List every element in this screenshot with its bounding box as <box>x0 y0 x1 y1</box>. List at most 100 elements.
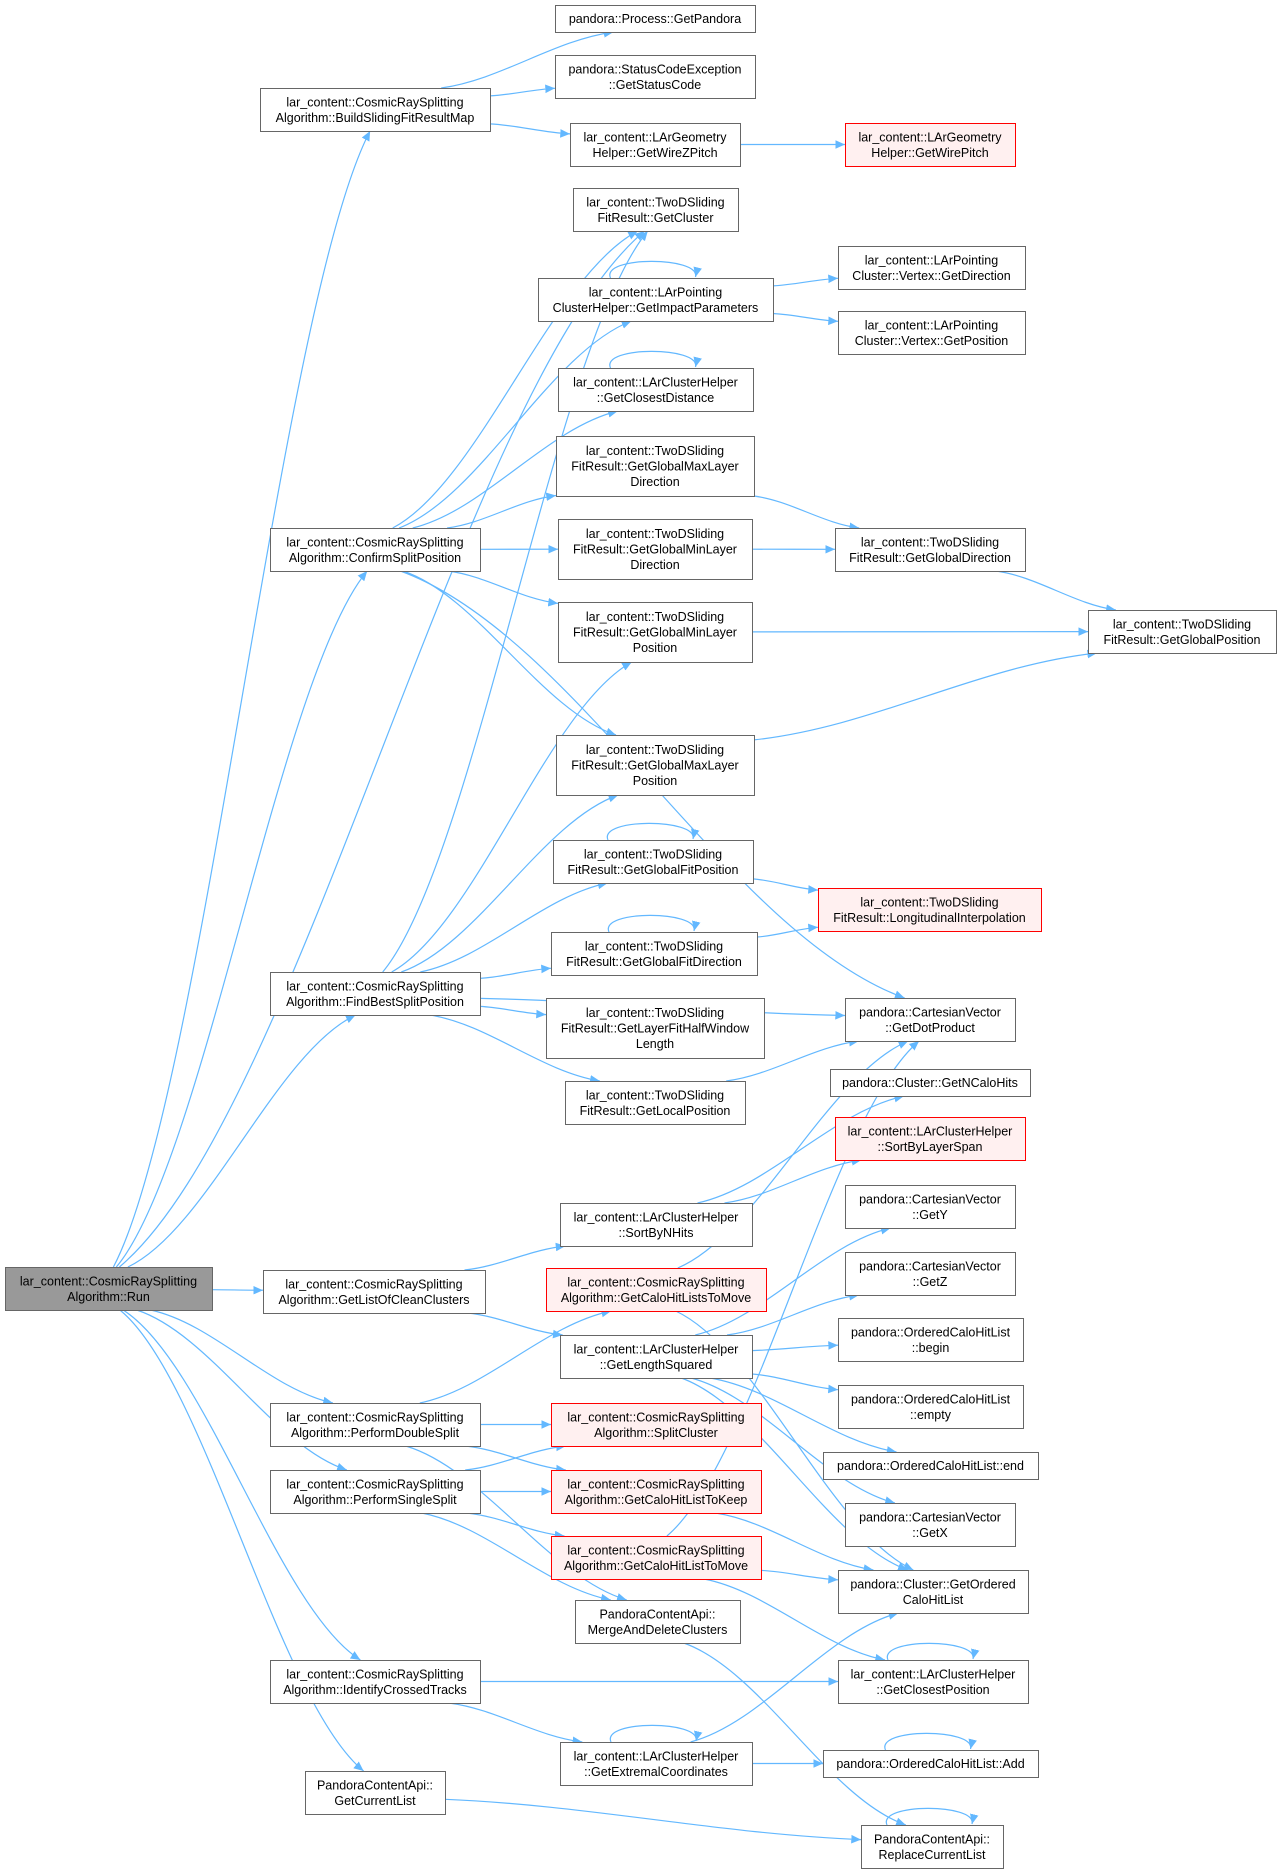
edge-lenSq-to-end <box>709 1377 897 1455</box>
node-sortLayerSpan[interactable]: lar_content::LArClusterHelper::SortByLay… <box>835 1117 1026 1161</box>
node-buildMap[interactable]: lar_content::CosmicRaySplittingAlgorithm… <box>260 88 491 132</box>
node-nCaloHits[interactable]: pandora::Cluster::GetNCaloHits <box>830 1069 1031 1097</box>
node-localPos[interactable]: lar_content::TwoDSlidingFitResult::GetLo… <box>565 1081 746 1125</box>
node-currentList[interactable]: PandoraContentApi::GetCurrentList <box>305 1771 446 1815</box>
node-gFitDir[interactable]: lar_content::TwoDSlidingFitResult::GetGl… <box>551 932 758 976</box>
node-gPos[interactable]: lar_content::TwoDSlidingFitResult::GetGl… <box>1088 610 1277 654</box>
node-wireZPitch[interactable]: lar_content::LArGeometryHelper::GetWireZ… <box>570 123 741 167</box>
node-dotProduct[interactable]: pandora::CartesianVector::GetDotProduct <box>845 998 1016 1042</box>
node-label-line: MergeAndDeleteClusters <box>588 1623 728 1637</box>
node-box <box>270 1403 481 1447</box>
node-label-line: Algorithm::IdentifyCrossedTracks <box>283 1683 467 1697</box>
edge-gFitDir-to-gFitDir <box>607 914 701 933</box>
edge-lenSq-to-empty <box>751 1373 839 1394</box>
node-listClean[interactable]: lar_content::CosmicRaySplittingAlgorithm… <box>263 1270 486 1314</box>
node-box <box>5 1267 213 1311</box>
node-longInterp[interactable]: lar_content::TwoDSlidingFitResult::Longi… <box>818 888 1042 932</box>
node-getZ[interactable]: pandora::CartesianVector::GetZ <box>845 1252 1016 1296</box>
node-label-line: FitResult::GetGlobalMinLayer <box>573 543 737 557</box>
node-box <box>555 55 756 99</box>
node-begin[interactable]: pandora::OrderedCaloHitList::begin <box>838 1318 1024 1362</box>
node-box <box>270 528 481 572</box>
node-extremal[interactable]: lar_content::LArClusterHelper::GetExtrem… <box>560 1742 753 1786</box>
node-vtxDir[interactable]: lar_content::LArPointingCluster::Vertex:… <box>838 246 1026 290</box>
node-label-line: FitResult::GetGlobalMinLayer <box>573 626 737 640</box>
node-splitCluster[interactable]: lar_content::CosmicRaySplittingAlgorithm… <box>551 1403 762 1447</box>
node-label-line: ::GetLengthSquared <box>600 1358 713 1372</box>
node-getPandora[interactable]: pandora::Process::GetPandora <box>555 5 756 33</box>
node-getX[interactable]: pandora::CartesianVector::GetX <box>845 1503 1016 1547</box>
node-gMinLayerPos[interactable]: lar_content::TwoDSlidingFitResult::GetGl… <box>558 602 753 663</box>
node-label-line: lar_content::LArClusterHelper <box>574 1342 739 1356</box>
node-box <box>570 123 741 167</box>
node-box <box>556 735 755 796</box>
node-label-line: FitResult::GetGlobalFitDirection <box>566 955 742 969</box>
node-box <box>558 368 754 412</box>
node-doubleSplit[interactable]: lar_content::CosmicRaySplittingAlgorithm… <box>270 1403 481 1447</box>
node-getY[interactable]: pandora::CartesianVector::GetY <box>845 1185 1016 1229</box>
node-gDir[interactable]: lar_content::TwoDSlidingFitResult::GetGl… <box>835 528 1026 572</box>
node-closestPos[interactable]: lar_content::LArClusterHelper::GetCloses… <box>838 1660 1029 1704</box>
node-replaceList[interactable]: PandoraContentApi::ReplaceCurrentList <box>861 1825 1004 1869</box>
node-label-line: Algorithm::Run <box>67 1290 150 1304</box>
node-gMinLayerDir[interactable]: lar_content::TwoDSlidingFitResult::GetGl… <box>558 519 753 580</box>
node-run[interactable]: lar_content::CosmicRaySplittingAlgorithm… <box>5 1267 213 1311</box>
edge-findBest-to-gFitPos <box>420 880 608 973</box>
node-box <box>558 602 753 663</box>
node-label-line: pandora::StatusCodeException <box>568 62 741 76</box>
node-add[interactable]: pandora::OrderedCaloHitList::Add <box>823 1750 1039 1778</box>
node-mergeDelete[interactable]: PandoraContentApi::MergeAndDeleteCluster… <box>575 1600 741 1644</box>
node-label-line: lar_content::LArClusterHelper <box>574 1210 739 1224</box>
node-confirmSplit[interactable]: lar_content::CosmicRaySplittingAlgorithm… <box>270 528 481 572</box>
node-crossed[interactable]: lar_content::CosmicRaySplittingAlgorithm… <box>270 1660 481 1704</box>
node-closestDist[interactable]: lar_content::LArClusterHelper::GetCloses… <box>558 368 754 412</box>
node-label-line: FitResult::GetGlobalDirection <box>849 551 1011 565</box>
node-box <box>546 998 765 1059</box>
node-lenSq[interactable]: lar_content::LArClusterHelper::GetLength… <box>560 1335 753 1379</box>
node-label-line: lar_content::LArPointing <box>865 253 998 267</box>
edge-closestPos-to-closestPos <box>886 1642 980 1661</box>
node-box <box>838 1570 1029 1614</box>
node-gFitPos[interactable]: lar_content::TwoDSlidingFitResult::GetGl… <box>553 840 754 884</box>
node-label-line: lar_content::CosmicRaySplitting <box>286 95 463 109</box>
node-sortNHits[interactable]: lar_content::LArClusterHelper::SortByNHi… <box>560 1203 753 1247</box>
node-label-line: Direction <box>630 558 679 572</box>
node-findBest[interactable]: lar_content::CosmicRaySplittingAlgorithm… <box>270 972 481 1016</box>
node-listToMove[interactable]: lar_content::CosmicRaySplittingAlgorithm… <box>551 1536 762 1580</box>
node-box <box>551 1470 762 1514</box>
node-label-line: lar_content::TwoDSliding <box>586 195 724 209</box>
node-listToKeep[interactable]: lar_content::CosmicRaySplittingAlgorithm… <box>551 1470 762 1514</box>
node-box <box>838 1660 1029 1704</box>
node-getCluster[interactable]: lar_content::TwoDSlidingFitResult::GetCl… <box>573 188 739 232</box>
edge-listToMove-to-orderedList <box>760 1569 839 1584</box>
edge-sortNHits-to-sortLayerSpan <box>724 1157 862 1204</box>
node-wirePitch[interactable]: lar_content::LArGeometryHelper::GetWireP… <box>845 123 1016 167</box>
node-gMaxLayerPos[interactable]: lar_content::TwoDSlidingFitResult::GetGl… <box>556 735 755 796</box>
edges-layer <box>112 29 1116 1844</box>
node-label-line: Helper::GetWirePitch <box>871 146 988 160</box>
node-impactParams[interactable]: lar_content::LArPointingClusterHelper::G… <box>538 278 774 322</box>
node-singleSplit[interactable]: lar_content::CosmicRaySplittingAlgorithm… <box>270 1470 481 1514</box>
node-getStatusCode[interactable]: pandora::StatusCodeException::GetStatusC… <box>555 55 756 99</box>
node-vtxPos[interactable]: lar_content::LArPointingCluster::Vertex:… <box>838 311 1026 355</box>
edge-closestDist-to-closestDist <box>609 350 702 369</box>
edge-findBest-to-localPos <box>430 1014 600 1084</box>
node-box <box>553 840 754 884</box>
edge-lenSq-to-getX <box>690 1377 896 1505</box>
node-box <box>551 1536 762 1580</box>
node-label-line: ::GetStatusCode <box>609 78 701 92</box>
node-halfWindow[interactable]: lar_content::TwoDSlidingFitResult::GetLa… <box>546 998 765 1059</box>
edge-doubleSplit-to-mergeDelete <box>405 1445 627 1602</box>
node-label-line: lar_content::CosmicRaySplitting <box>286 1477 463 1491</box>
node-label-line: Length <box>636 1037 674 1051</box>
edge-lenSq-to-orderedList <box>681 1377 908 1571</box>
node-label-line: ::empty <box>910 1408 952 1422</box>
node-label-line: GetCurrentList <box>334 1794 416 1808</box>
node-gMaxLayerDir[interactable]: lar_content::TwoDSlidingFitResult::GetGl… <box>556 436 755 497</box>
node-label-line: PandoraContentApi:: <box>317 1778 433 1792</box>
node-empty[interactable]: pandora::OrderedCaloHitList::empty <box>838 1385 1024 1429</box>
node-label-line: ReplaceCurrentList <box>879 1848 987 1862</box>
node-end[interactable]: pandora::OrderedCaloHitList::end <box>823 1452 1039 1480</box>
node-listsToMove[interactable]: lar_content::CosmicRaySplittingAlgorithm… <box>546 1268 767 1312</box>
